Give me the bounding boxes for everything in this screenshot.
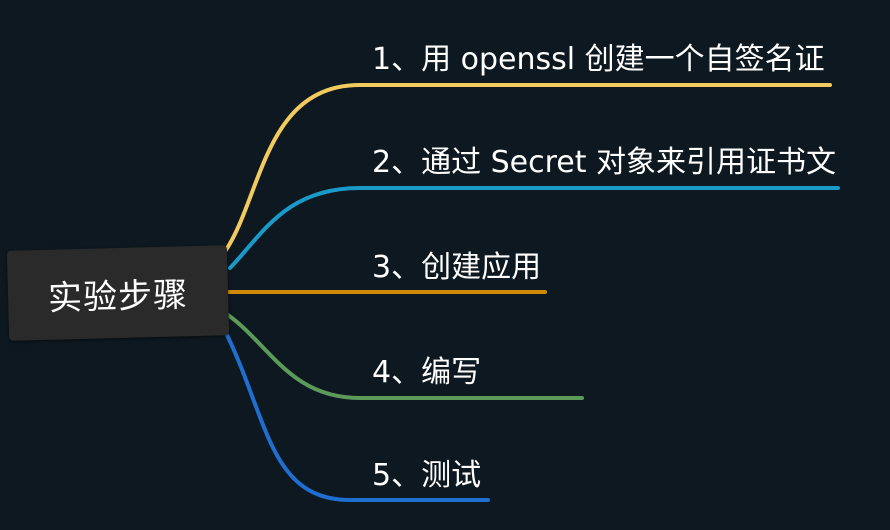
- branch-line-2: [228, 186, 840, 270]
- root-label: 实验步骤: [47, 274, 189, 319]
- branch-label-1[interactable]: 1、用 openssl 创建一个自签名证: [372, 42, 825, 77]
- branch-line-5: [225, 333, 490, 502]
- branch-line-1: [224, 83, 832, 252]
- branch-label-3[interactable]: 3、创建应用: [372, 250, 542, 285]
- branch-label-4[interactable]: 4、编写: [372, 355, 482, 390]
- branch-label-2[interactable]: 2、通过 Secret 对象来引用证书文: [372, 145, 837, 180]
- root-node[interactable]: 实验步骤: [6, 245, 230, 341]
- branch-line-4: [226, 313, 584, 400]
- branch-label-5[interactable]: 5、测试: [372, 458, 482, 493]
